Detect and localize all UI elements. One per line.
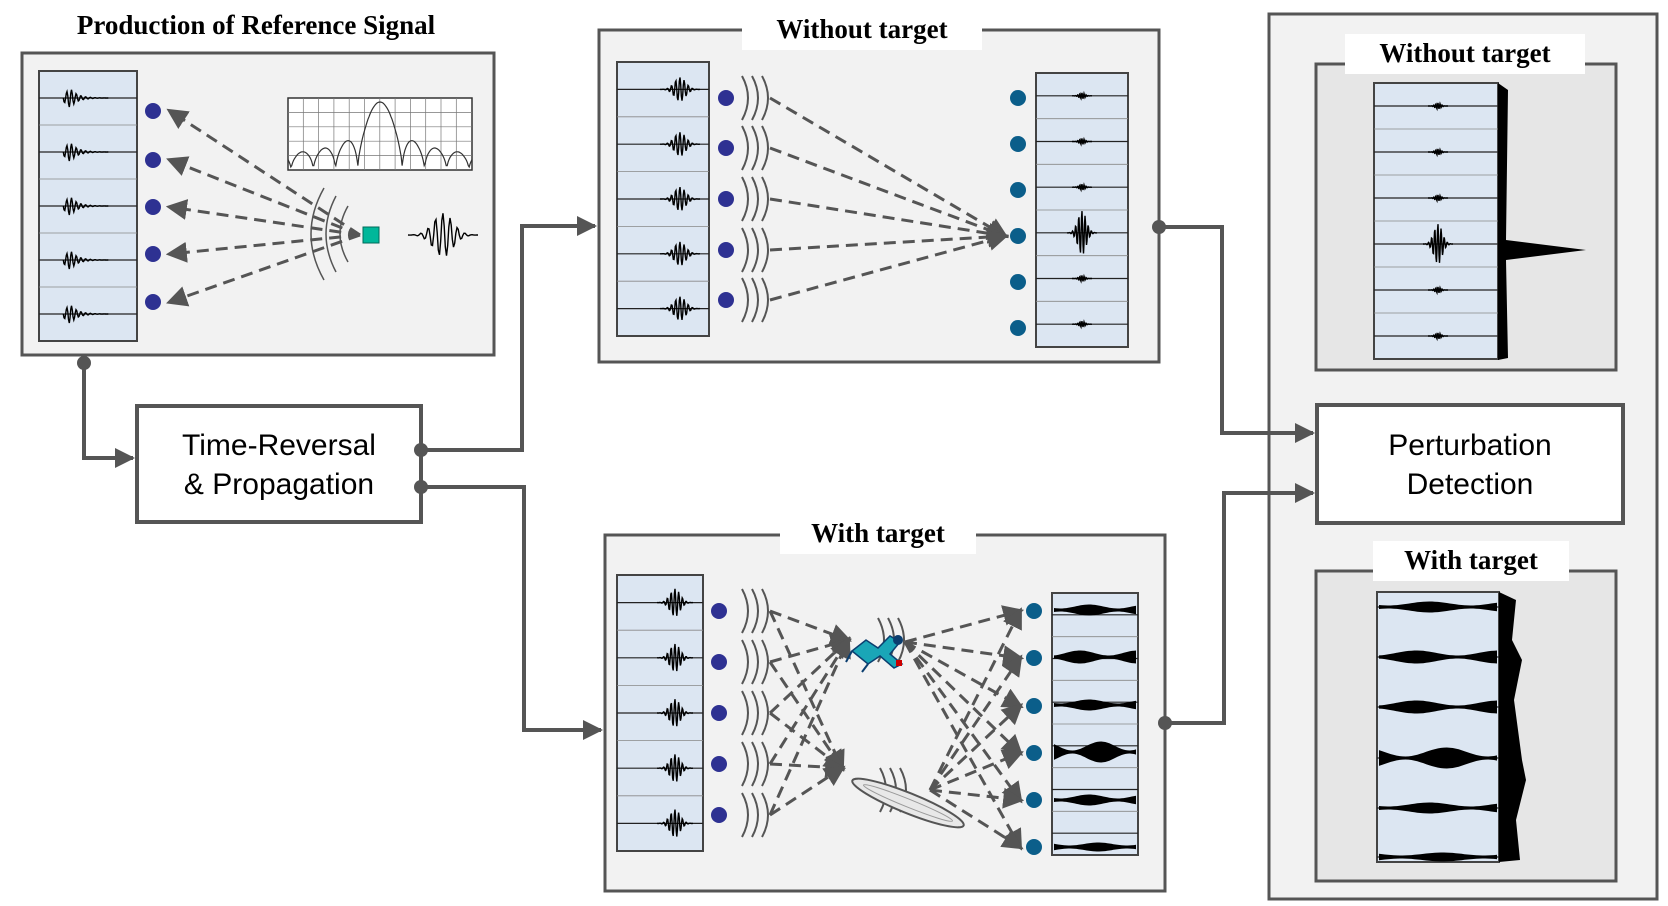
without-target-propagation-panel: Without target [597, 10, 1161, 364]
connectors [82, 216, 1315, 740]
time-reversal-line2: & Propagation [184, 468, 374, 501]
without-target-received-signals [1035, 72, 1129, 348]
time-reversal-line1: Time-Reversal [182, 429, 376, 462]
with-target-source-signals [616, 574, 704, 852]
result-without-target-signals [1373, 82, 1586, 360]
perturbation-line2: Detection [1407, 468, 1534, 501]
without-target-source-signals [616, 61, 710, 337]
source-square [362, 226, 380, 244]
without-target-wavefronts [741, 75, 769, 323]
reference-panel: Production of Reference Signal [20, 10, 496, 357]
reference-sensors [145, 103, 161, 310]
connector-timereversal-to-with [421, 485, 603, 740]
time-reversal-block: Time-Reversal & Propagation [135, 404, 423, 524]
with-target-prop-title: With target [811, 518, 945, 548]
without-target-rays [769, 96, 1010, 302]
without-target-sensors [718, 90, 1026, 336]
connector-with-to-detection [1165, 483, 1315, 725]
result-with-target-title: With target [1404, 545, 1538, 575]
connector-reference-to-timereversal [82, 363, 135, 468]
perturbation-line1: Perturbation [1388, 429, 1551, 462]
detection-container: Without target Perturbation Detection Wi… [1267, 12, 1659, 901]
with-target-rays [768, 605, 1025, 851]
diver-target-icon [845, 635, 904, 673]
result-with-target-signals [1376, 591, 1526, 863]
without-target-prop-title: Without target [776, 14, 947, 44]
reference-signal-box [38, 70, 138, 342]
submarine-target-icon [851, 777, 965, 829]
reference-rays [165, 108, 361, 307]
source-wavefronts [310, 187, 349, 281]
connector-dots [77, 220, 1172, 730]
reference-panel-title: Production of Reference Signal [77, 10, 436, 40]
with-target-sensors [711, 603, 1042, 855]
connector-timereversal-to-without [421, 216, 597, 452]
reference-pulse [407, 213, 478, 256]
with-target-received-signals [1051, 592, 1139, 856]
result-without-target-title: Without target [1379, 38, 1550, 68]
beam-pattern-plot [287, 97, 473, 171]
connector-without-to-detection [1159, 225, 1315, 443]
with-target-propagation-panel: With target [603, 514, 1167, 893]
perturbation-detection-block: Perturbation Detection [1315, 403, 1625, 525]
